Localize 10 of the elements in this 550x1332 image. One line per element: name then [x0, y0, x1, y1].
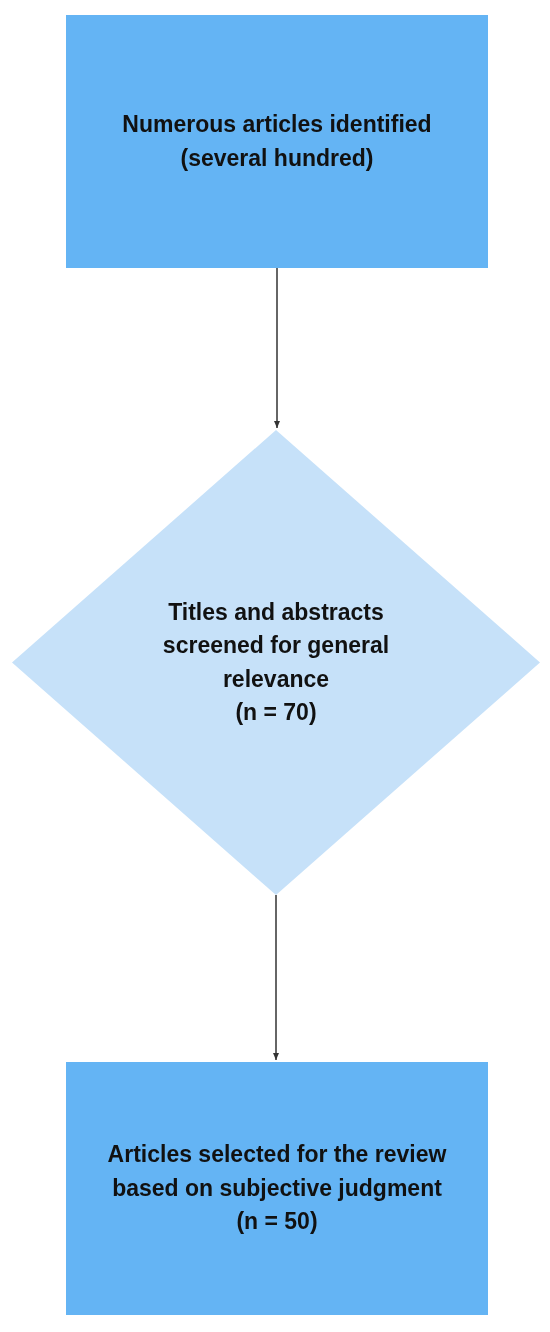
node-text: Articles selected for the review based on subjective judgment: [107, 1140, 447, 1203]
node-text: Numerous articles identified (several hundred): [121, 110, 433, 173]
arrow: [273, 894, 279, 1061]
node-text: Titles and abstracts screened for general relevance: [161, 597, 391, 694]
decision-diamond: [12, 430, 540, 895]
process-box: [66, 15, 488, 268]
process-box: [66, 1062, 488, 1315]
arrow: [274, 267, 280, 429]
node-text: (n = 50): [236, 1207, 318, 1237]
node-text: (n = 70): [235, 697, 317, 727]
